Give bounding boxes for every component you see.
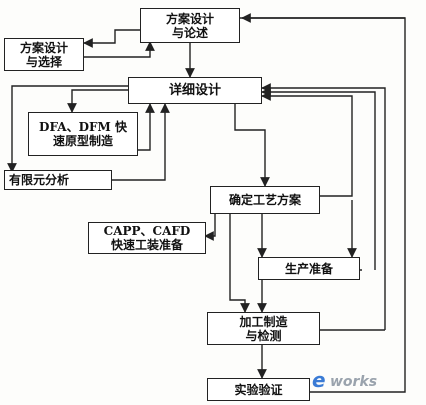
arrow-fea-to-detail bbox=[110, 103, 170, 181]
arrow-prep-to-detail bbox=[261, 87, 376, 270]
node-capp-cafd: CAPP、CAFD 快速工装准备 bbox=[88, 222, 206, 254]
node-dfa-dfm: DFA、DFM 快 速原型制造 bbox=[28, 112, 138, 156]
arrow-dfa-to-detail bbox=[135, 103, 155, 151]
arrow-select-to-scheme bbox=[84, 41, 155, 58]
watermark-text: works bbox=[330, 374, 378, 390]
node-machining: 加工制造 与检测 bbox=[207, 312, 320, 345]
arrow-detail-to-dfa bbox=[67, 89, 130, 113]
node-process-plan: 确定工艺方案 bbox=[210, 186, 320, 214]
arrow-scheme-to-select bbox=[83, 29, 140, 48]
arrow-detail-to-fea bbox=[7, 85, 130, 173]
node-fea: 有限元分析 bbox=[4, 170, 112, 190]
watermark-e: e bbox=[312, 368, 326, 392]
node-prod-prep: 生产准备 bbox=[258, 257, 360, 280]
node-detail-design: 详细设计 bbox=[128, 77, 262, 104]
arrow-detail-to-process bbox=[234, 103, 270, 187]
arrow-process-to-machining bbox=[229, 214, 250, 313]
arrow-machining-to-detail bbox=[261, 83, 386, 330]
node-scheme-select: 方案设计 与选择 bbox=[4, 38, 84, 71]
node-scheme-design: 方案设计 与论述 bbox=[140, 8, 240, 43]
arrow-process-to-detail bbox=[261, 91, 353, 197]
node-verification: 实验验证 bbox=[207, 378, 310, 401]
arrow-process-to-capp bbox=[204, 210, 216, 241]
